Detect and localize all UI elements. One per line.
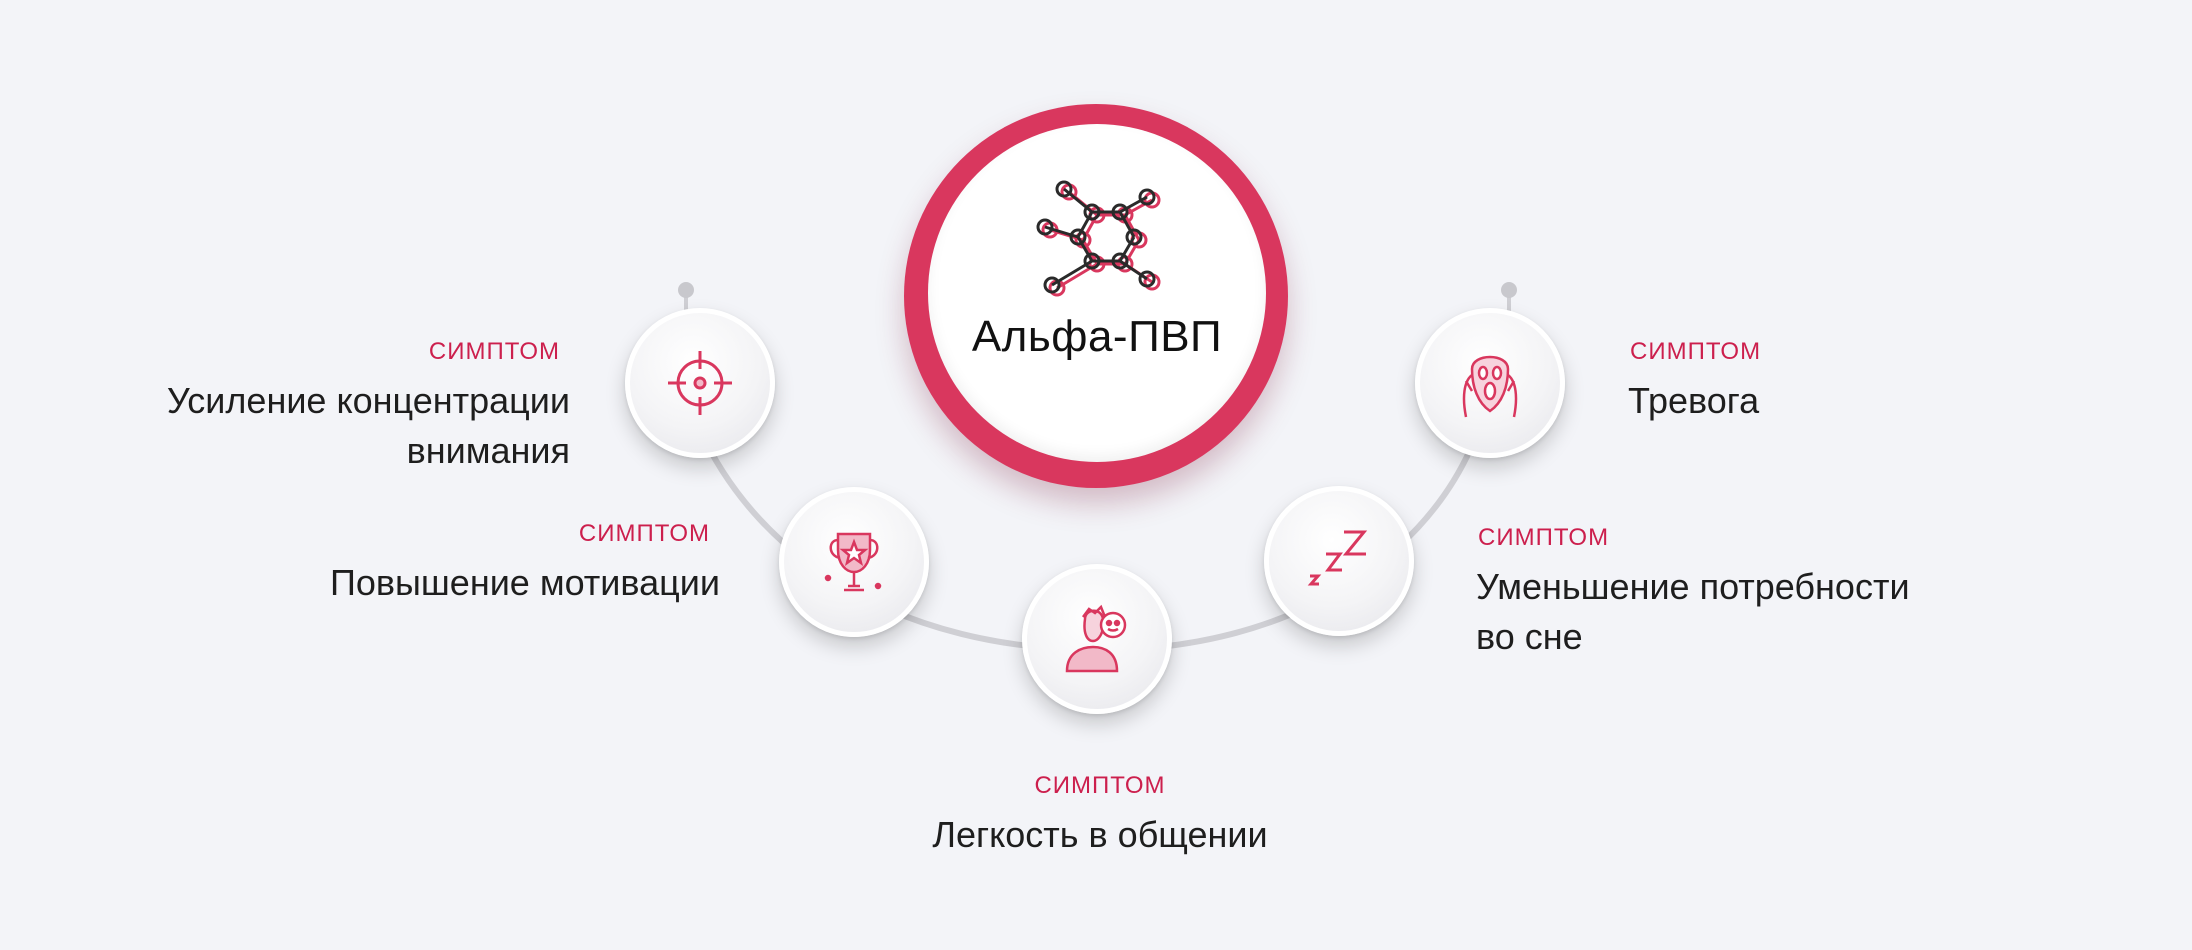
molecule-icon	[1036, 180, 1161, 297]
target-crosshair-icon	[668, 351, 732, 415]
pin-left-dot	[678, 282, 694, 298]
symptom-text-motivation: Повышение мотивации	[330, 562, 720, 603]
symptom-text-anxiety: Тревога	[1628, 380, 1760, 421]
speaking-person-icon	[1065, 604, 1127, 673]
symptom-node-communication	[1022, 564, 1172, 714]
trophy-icon	[824, 532, 882, 592]
symptom-label-communication: СИМПТОМ	[1034, 772, 1166, 799]
symptom-node-anxiety	[1415, 308, 1565, 458]
symptom-node-concentration	[625, 308, 775, 458]
symptom-label-anxiety: СИМПТОМ	[1630, 338, 1762, 365]
symptom-text-communication: Легкость в общении	[932, 814, 1268, 855]
sleep-zzz-icon	[1307, 530, 1368, 586]
symptom-label-sleep: СИМПТОМ	[1478, 524, 1610, 551]
symptom-label-concentration: СИМПТОМ	[428, 338, 560, 365]
symptom-text-concentration: Усиление концентрации внимания	[166, 380, 570, 471]
symptom-node-motivation	[779, 487, 929, 637]
center-disc	[928, 124, 1266, 462]
scream-face-icon	[1462, 355, 1518, 418]
symptom-node-sleep	[1264, 486, 1414, 636]
symptom-text-sleep: Уменьшение потребности во сне	[1476, 566, 1910, 657]
pin-right-dot	[1501, 282, 1517, 298]
center-title: Альфа-ПВП	[971, 312, 1223, 361]
symptom-label-motivation: СИМПТОМ	[578, 520, 710, 547]
